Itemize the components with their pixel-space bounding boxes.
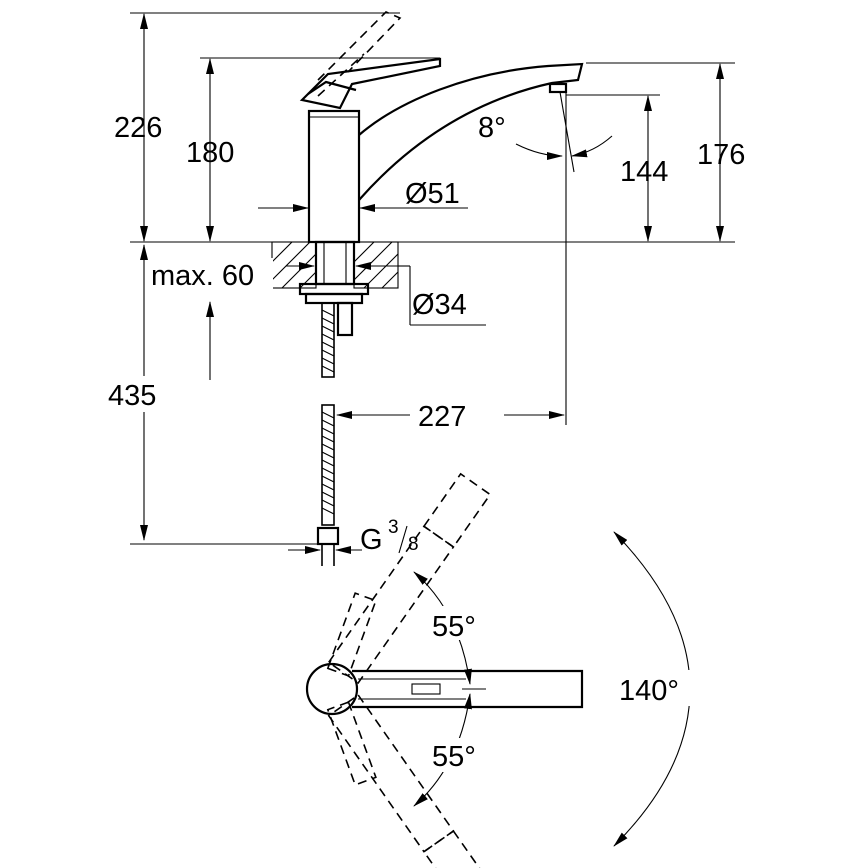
- dim-spout-height: 176: [697, 139, 745, 171]
- supply-hose: [316, 302, 340, 566]
- plan-lever-swivel-up: [326, 592, 377, 677]
- mounting-shank: [298, 240, 370, 337]
- dim-outlet-height: 144: [620, 156, 668, 188]
- dim-spout-angle: 8°: [478, 112, 506, 144]
- dim-thread-g: G: [360, 524, 383, 556]
- lever-handle: [299, 57, 442, 110]
- plan-body-circle: [305, 662, 359, 716]
- dim-thread-numerator: 3: [388, 517, 399, 538]
- plan-angle-lower: 55°: [432, 741, 476, 773]
- dim-hole-diameter: Ø34: [412, 289, 467, 321]
- dim-spout-reach: 227: [418, 401, 466, 433]
- plan-lever-swivel-down: [326, 701, 377, 786]
- dim-body-diameter: Ø51: [405, 178, 460, 210]
- plan-view: 55° 55° 140°: [305, 472, 694, 868]
- plan-spout-swivel-up: [327, 472, 492, 685]
- side-elevation: 226 180 176 144 8° Ø51 max. 60 Ø34 435: [104, 11, 745, 566]
- lever-raised-outline: [317, 11, 402, 97]
- spout: [358, 62, 584, 201]
- plan-spout-swivel-down: [327, 693, 492, 868]
- dim-lever-height: 180: [186, 137, 234, 169]
- plan-angle-total: 140°: [619, 675, 679, 707]
- plan-angle-upper: 55°: [432, 611, 476, 643]
- dim-total-height: 226: [114, 112, 162, 144]
- faucet-body: [307, 109, 361, 244]
- dim-thread-denominator: 8: [408, 534, 419, 555]
- plan-spout-center: [352, 669, 584, 709]
- countertop-hatch: [271, 241, 399, 289]
- dim-max-thickness: max. 60: [151, 260, 254, 292]
- dim-hose-length: 435: [108, 380, 156, 412]
